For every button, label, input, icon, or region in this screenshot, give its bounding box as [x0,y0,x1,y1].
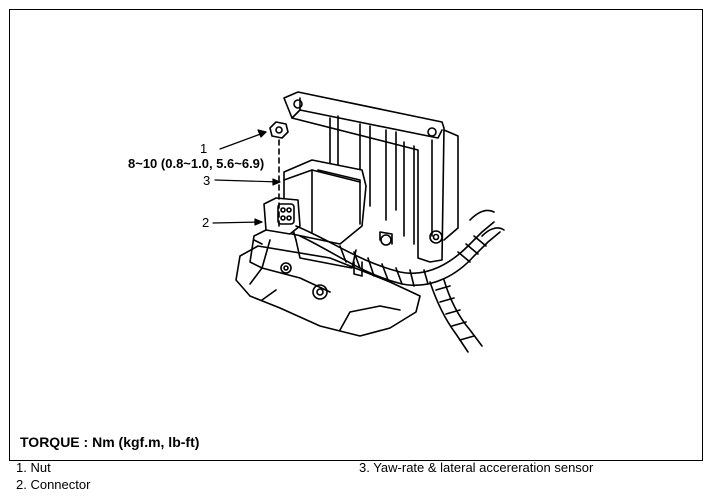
torque-units-label: TORQUE : Nm (kgf.m, lb-ft) [20,434,200,450]
legend-item-connector: 2. Connector [16,477,91,492]
wiring-harness [295,209,505,353]
sensor-callout-number: 3 [203,173,211,188]
legend-item-nut: 1. Nut [16,460,51,475]
connector-shape [249,197,301,269]
diagram-frame [9,9,703,461]
nut-callout-number: 1 [200,141,208,156]
nut-torque-spec: 8~10 (0.8~1.0, 5.6~6.9) [128,156,265,171]
nut-shape [269,121,289,231]
connector-callout-number: 2 [202,215,210,230]
leader-lines [212,129,281,226]
yaw-rate-sensor-shape [283,159,367,269]
legend-item-sensor: 3. Yaw-rate & lateral accereration senso… [359,460,594,475]
base-plate [235,231,421,337]
